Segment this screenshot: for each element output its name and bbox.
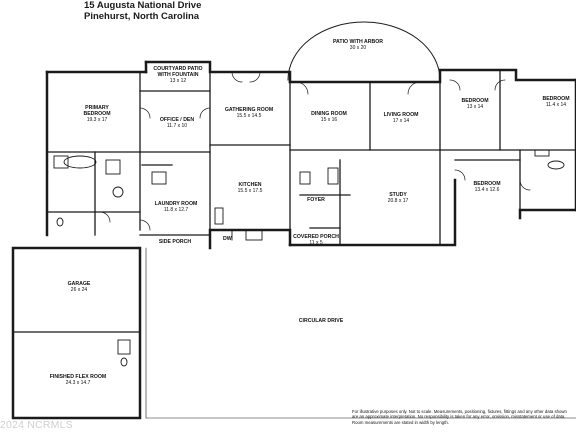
patio-arc	[287, 21, 441, 81]
primary-dim: 19.3 x 17	[87, 117, 108, 123]
covered-porch-label: COVERED PORCH	[293, 234, 339, 240]
garage-label: GARAGE	[68, 281, 91, 287]
primary-label-1: PRIMARY	[85, 105, 109, 111]
door-swings	[99, 71, 531, 231]
dining-dim: 15 x 16	[321, 117, 338, 123]
courtyard-dim: 13 x 12	[170, 78, 187, 84]
living-dim: 17 x 14	[393, 118, 410, 124]
covered-porch-dim: 11 x 5	[309, 240, 322, 246]
foyer-label: FOYER	[307, 197, 325, 203]
patio-label: PATIO WITH ARBOR	[333, 39, 383, 45]
disclaimer: For illustrative purposes only. Not to s…	[352, 409, 567, 425]
garage-dim: 26 x 24	[71, 287, 88, 293]
study-dim: 20.8 x 17	[388, 198, 409, 204]
office-label: OFFICE / DEN	[160, 117, 195, 123]
bedroom1-dim: 13 x 14	[467, 104, 484, 110]
bedroom2-dim: 11.4 x 14	[546, 102, 566, 108]
city-title: Pinehurst, North Carolina	[84, 11, 200, 22]
kitchen-dim: 15.5 x 17.5	[238, 188, 263, 194]
dw-label: DW	[223, 236, 232, 242]
bedroom3-dim: 13.4 x 12.6	[475, 187, 500, 193]
office-dim: 11.7 x 10	[167, 123, 187, 129]
bedroom2-label: BEDROOM	[542, 96, 569, 102]
dining-label: DINING ROOM	[311, 111, 347, 117]
gathering-label: GATHERING ROOM	[225, 107, 273, 113]
kitchen-label: KITCHEN	[238, 182, 261, 188]
living-label: LIVING ROOM	[384, 112, 419, 118]
bedroom1-label: BEDROOM	[461, 98, 488, 104]
bedroom3-label: BEDROOM	[473, 181, 500, 187]
laundry-label: LAUNDRY ROOM	[155, 201, 198, 207]
courtyard-label-2: WITH FOUNTAIN	[157, 72, 198, 78]
study-label: STUDY	[389, 192, 407, 198]
flex-label: FINISHED FLEX ROOM	[50, 374, 107, 380]
courtyard-label-1: COURTYARD PATIO	[153, 66, 202, 72]
patio-dim: 30 x 20	[350, 45, 367, 51]
side-porch-label: SIDE PORCH	[159, 239, 192, 245]
interior-walls	[12, 69, 576, 333]
primary-label-2: BEDROOM	[83, 111, 110, 117]
fixtures	[53, 149, 565, 367]
flex-dim: 24.3 x 14.7	[66, 380, 91, 386]
laundry-dim: 11.8 x 12.7	[164, 207, 189, 213]
circular-drive-label: CIRCULAR DRIVE	[299, 318, 344, 324]
watermark: 2024 NCRMLS	[0, 419, 73, 431]
address-title: 15 Augusta National Drive	[84, 0, 202, 11]
gathering-dim: 15.5 x 14.5	[237, 113, 262, 119]
